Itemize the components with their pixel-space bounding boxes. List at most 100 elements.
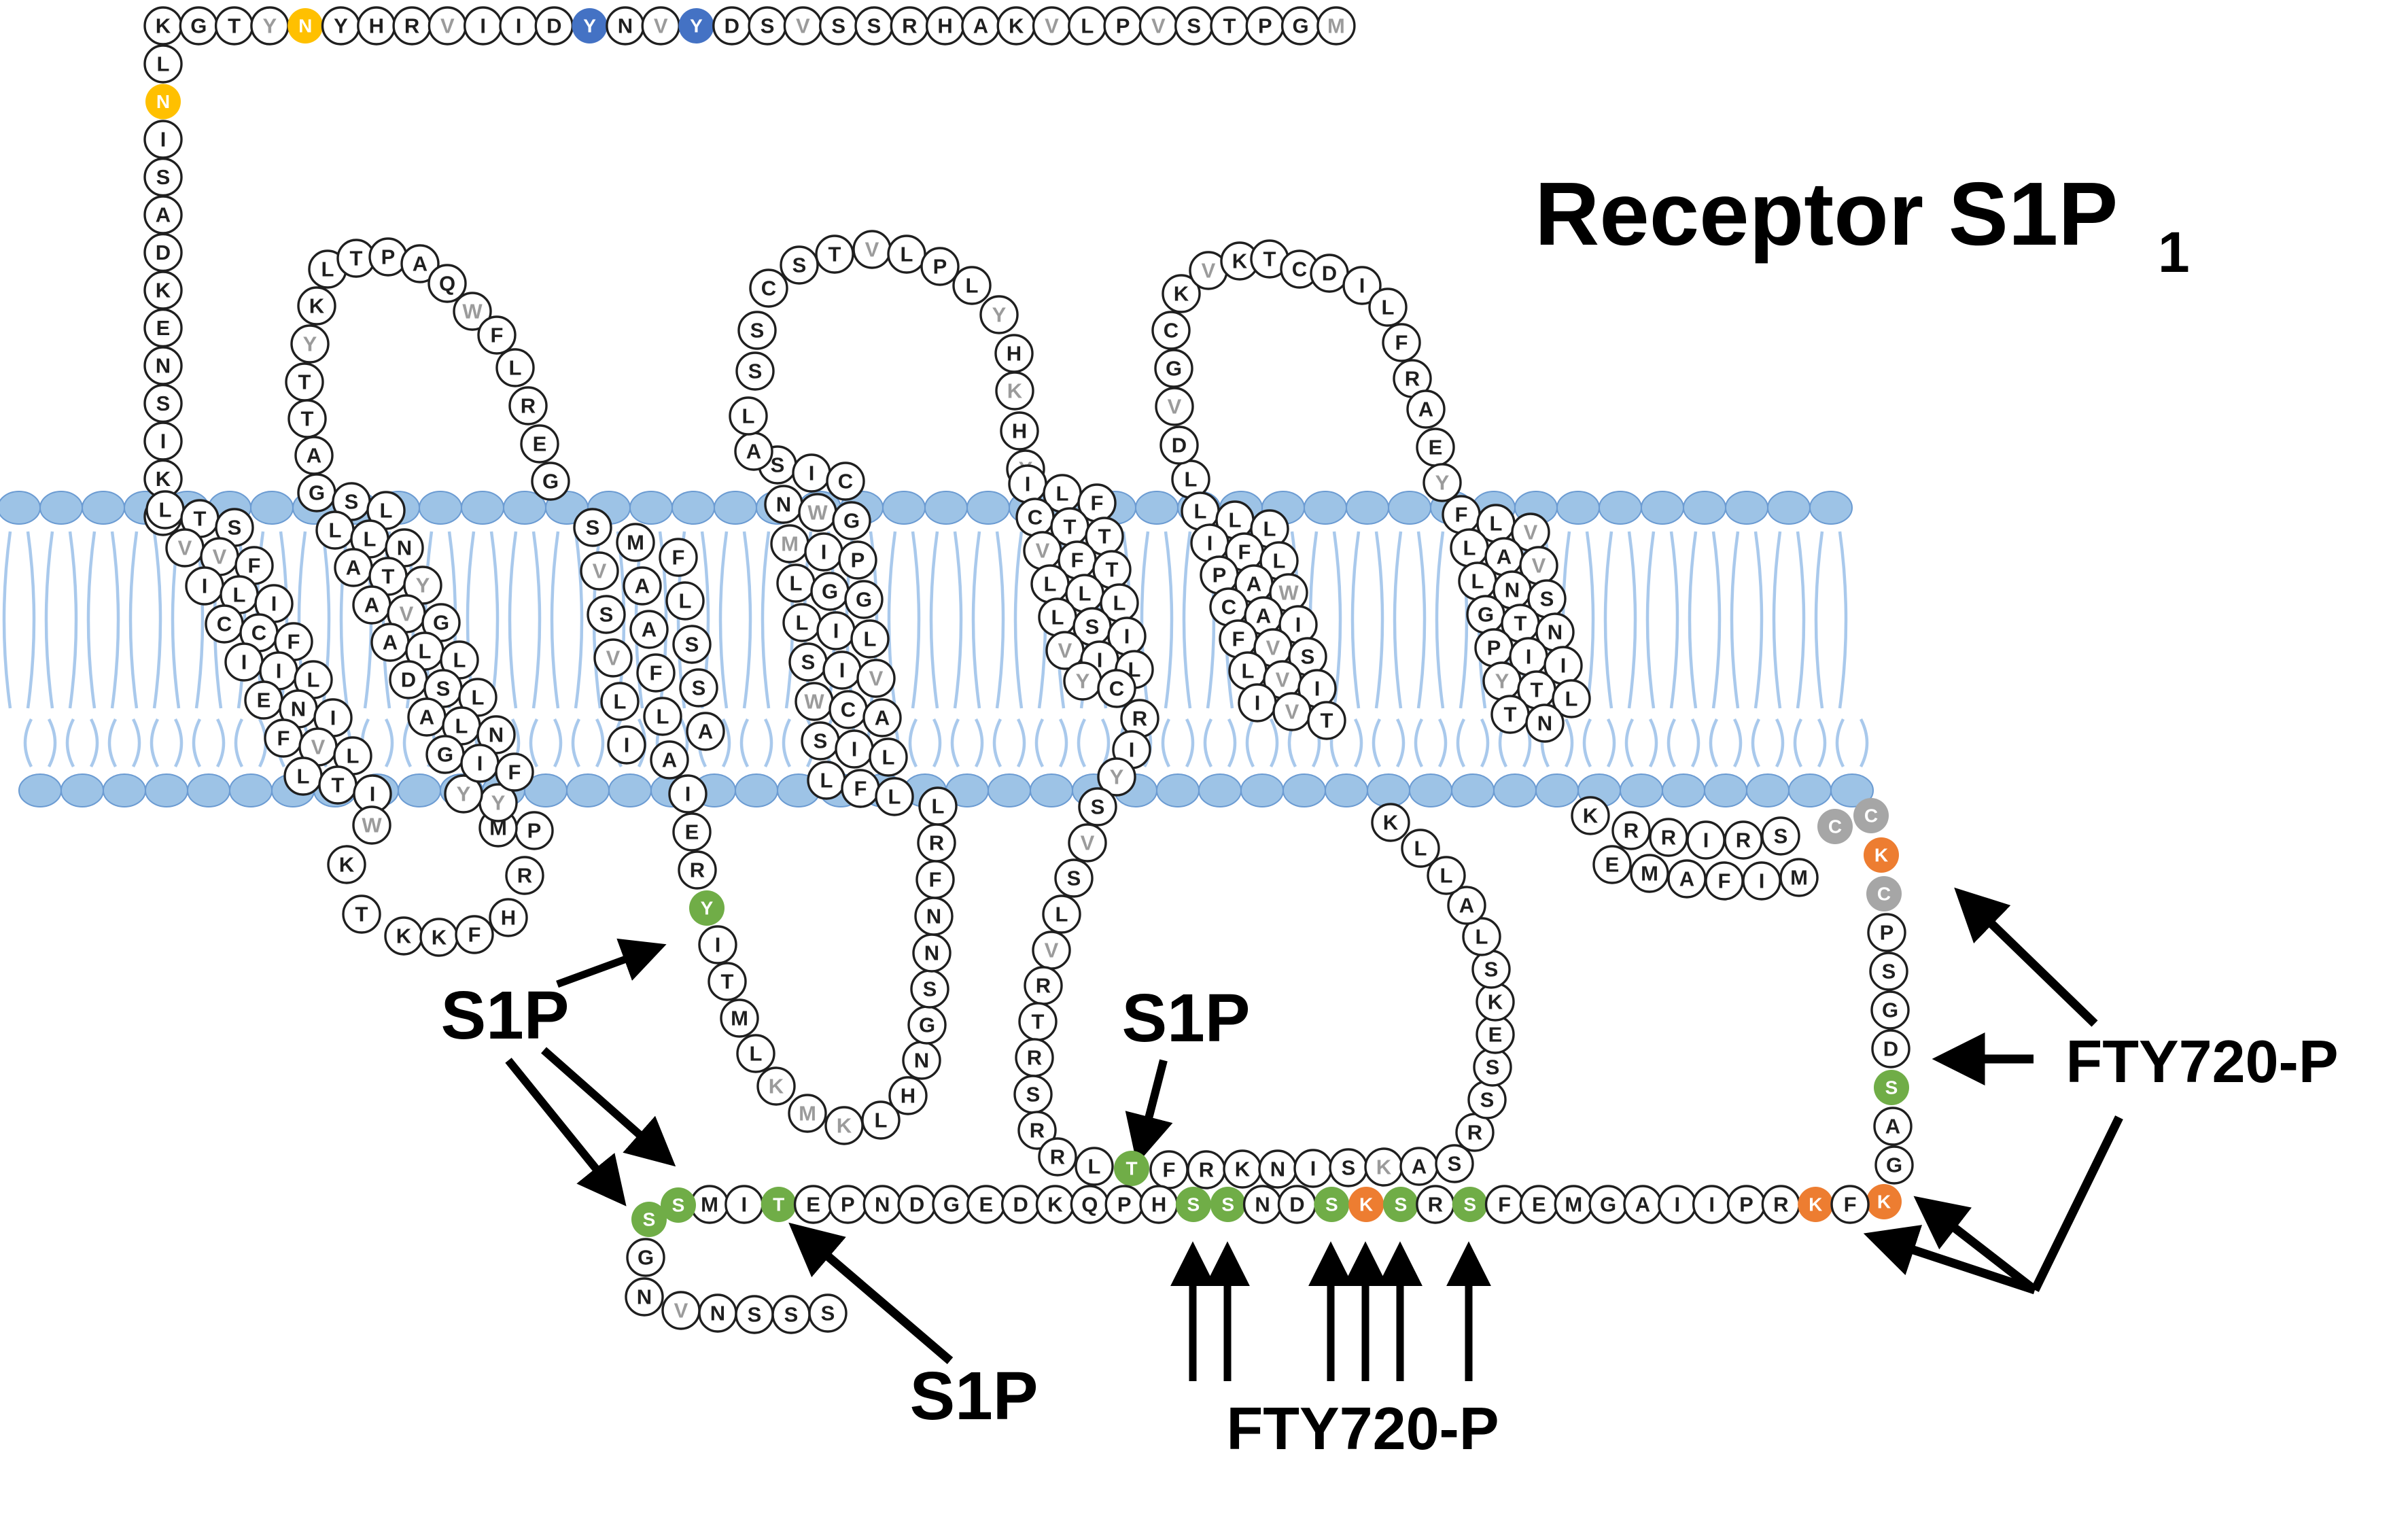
svg-text:S: S [685, 633, 699, 657]
svg-text:S: S [801, 650, 816, 674]
residue: S [1329, 1148, 1368, 1187]
svg-text:L: L [1414, 837, 1427, 860]
residue: G [1870, 990, 1910, 1030]
svg-text:L: L [888, 785, 901, 809]
residue: T [1307, 701, 1346, 740]
residue: D [534, 6, 574, 46]
residue: F [659, 538, 698, 577]
lipid-tail [1480, 718, 1490, 768]
svg-text:R: R [690, 858, 705, 882]
svg-text:K: K [1235, 1158, 1251, 1181]
residue: M [1779, 858, 1819, 897]
residue: N [902, 1041, 941, 1080]
residue: P [1726, 1185, 1766, 1224]
lipid-head [1830, 773, 1874, 807]
lipid-tail [1435, 531, 1445, 709]
svg-text:Q: Q [1081, 1193, 1098, 1217]
residue: K [995, 371, 1034, 411]
residue: A [629, 610, 669, 649]
svg-text:S: S [1885, 1077, 1898, 1098]
svg-text:T: T [1126, 1158, 1137, 1179]
svg-text:C: C [1828, 816, 1842, 837]
svg-text:G: G [1882, 998, 1898, 1022]
svg-text:A: A [1635, 1193, 1650, 1217]
residue: F [477, 315, 517, 355]
residue: R [1015, 1038, 1054, 1077]
lipid-head [82, 491, 125, 525]
residue: A [961, 6, 1000, 46]
residue: C [1280, 249, 1319, 289]
svg-text:L: L [1476, 925, 1488, 949]
svg-text:I: I [516, 14, 522, 38]
residue: A [1447, 886, 1486, 925]
svg-text:L: L [1081, 14, 1094, 38]
residue: L [782, 603, 822, 642]
svg-text:S: S [1091, 795, 1105, 819]
svg-text:P: P [1258, 14, 1272, 38]
svg-text:K: K [1359, 1194, 1373, 1215]
residue: I [1008, 464, 1047, 504]
svg-text:L: L [1044, 572, 1057, 596]
svg-text:G: G [856, 588, 872, 612]
svg-text:A: A [419, 706, 434, 729]
svg-text:G: G [843, 509, 860, 533]
lipid-head [1240, 773, 1284, 807]
svg-text:K: K [396, 924, 412, 948]
svg-text:V: V [1036, 539, 1050, 563]
residue: S [808, 1293, 848, 1333]
lipid-head [1282, 773, 1326, 807]
svg-text:I: I [1124, 625, 1130, 648]
svg-text:A: A [413, 252, 427, 276]
svg-text:C: C [1221, 595, 1236, 619]
svg-text:S: S [1026, 1083, 1041, 1107]
lipid-tail [1245, 718, 1255, 768]
residue: L [776, 563, 816, 603]
residue: R [1455, 1113, 1495, 1152]
svg-text:N: N [1548, 621, 1563, 644]
residue: W [352, 805, 391, 845]
svg-text:A: A [346, 556, 361, 580]
residue: S [143, 157, 183, 197]
residue: F [915, 860, 955, 899]
svg-text:S: S [1301, 645, 1315, 669]
residue: S [788, 642, 828, 682]
residue: L [861, 1100, 901, 1140]
residue: G [297, 473, 336, 512]
residue: V [580, 551, 619, 591]
svg-text:I: I [160, 128, 167, 152]
svg-text:V: V [1045, 14, 1059, 38]
residue: E [1416, 428, 1455, 467]
svg-text:T: T [773, 1194, 784, 1215]
svg-text:L: L [1242, 659, 1255, 683]
svg-text:S: S [1221, 1194, 1234, 1215]
residue: C [826, 462, 865, 501]
lipid-head [398, 773, 441, 807]
svg-text:Y: Y [416, 574, 430, 597]
residue: I [1297, 669, 1337, 708]
svg-text:N: N [1270, 1158, 1285, 1181]
svg-text:V: V [1266, 636, 1280, 660]
residue: S [1761, 816, 1800, 856]
residue: N [143, 346, 183, 385]
residue: W [795, 682, 834, 721]
lipid-tail [26, 531, 36, 709]
svg-text:I: I [202, 574, 208, 598]
residue: L [458, 678, 498, 717]
svg-text:T: T [1263, 247, 1276, 271]
residue: G [907, 1005, 947, 1045]
lipid-head [1620, 773, 1663, 807]
lipid-tail [1667, 718, 1677, 768]
residue: N [1242, 1185, 1282, 1224]
residue: I [1742, 861, 1781, 901]
residue: P [1474, 628, 1514, 667]
lipid-head [461, 491, 504, 525]
residue: I [816, 611, 856, 650]
svg-text:G: G [1166, 357, 1182, 381]
residue: D [712, 6, 752, 46]
residue: L [220, 575, 259, 614]
svg-text:L: L [1273, 549, 1286, 573]
svg-text:N: N [1537, 712, 1552, 735]
svg-text:V: V [865, 238, 879, 262]
